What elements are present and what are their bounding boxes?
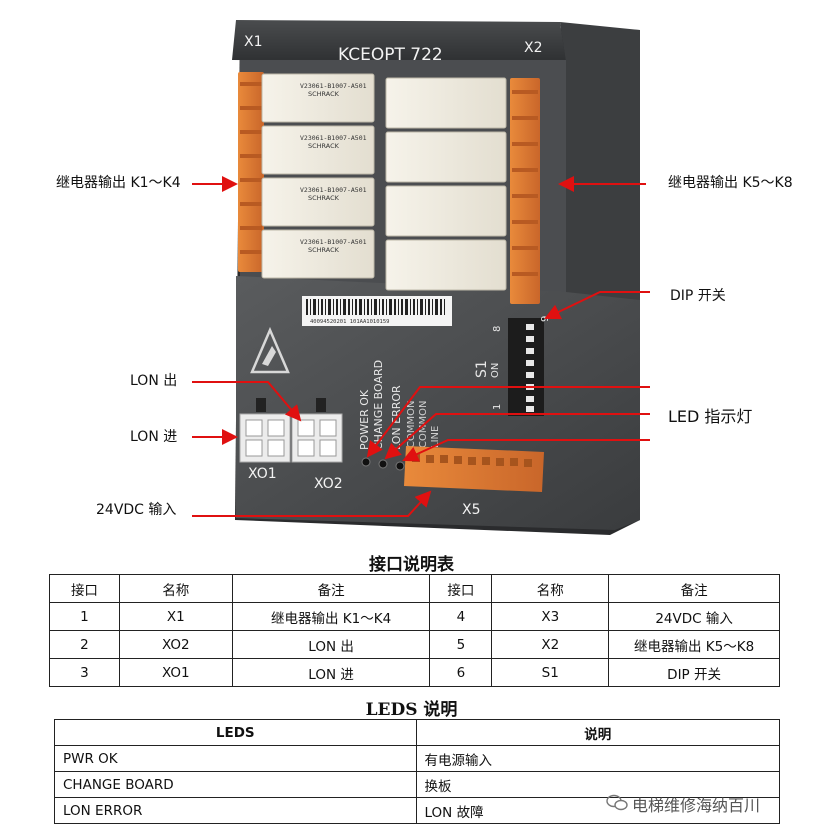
table-cell: 4 <box>429 602 493 631</box>
header-note-2: 备注 <box>608 574 780 603</box>
table-cell: 3 <box>49 658 120 687</box>
relay-k3-brand: SCHRACK <box>308 194 340 202</box>
terminal-block-x1 <box>238 72 264 272</box>
callout-lon-out: LON 出 <box>130 373 178 389</box>
esd-warning-icon <box>250 326 290 374</box>
led-indicators <box>361 457 405 471</box>
table-row: PWR OK 有电源输入 <box>54 745 781 772</box>
terminal-block-x2 <box>510 78 540 304</box>
callout-k1k4: 继电器输出 K1～K4 <box>56 175 181 191</box>
connector-xo2 <box>291 413 343 463</box>
arrow-led-3 <box>402 439 650 462</box>
device-lid <box>232 20 566 62</box>
table-cell: X2 <box>491 630 610 659</box>
connector-xo1-latch <box>256 398 266 412</box>
connector-xo2-latch <box>316 398 326 412</box>
table-cell: 继电器输出 K5～K8 <box>608 630 780 659</box>
leds-table-title: LEDS 说明 <box>365 700 458 720</box>
table-row: CHANGE BOARD 换板 <box>54 771 781 798</box>
header-leds: LEDS <box>54 719 417 746</box>
table-row: 1 X1 继电器输出 K1～K4 4 X3 24VDC 输入 <box>49 602 780 631</box>
label-s1-1: 1 <box>492 404 503 410</box>
label-xo2: XO2 <box>314 476 343 492</box>
label-s1: S1 <box>474 360 490 378</box>
arrow-24vdc <box>192 490 432 517</box>
table-cell: LON 出 <box>231 630 431 659</box>
header-name-2: 名称 <box>491 574 610 603</box>
table-cell: X3 <box>491 602 610 631</box>
table-cell: LON 进 <box>231 658 431 687</box>
relay-k2-part: V23061-B1007-A501 <box>300 134 367 142</box>
table-cell: XO1 <box>118 658 233 687</box>
connector-xo1 <box>239 413 291 463</box>
table-cell: LON 故障 <box>415 797 781 824</box>
table-cell: S1 <box>491 658 610 687</box>
table-cell: 1 <box>49 602 120 631</box>
callout-led: LED 指示灯 <box>668 407 753 426</box>
wechat-icon <box>606 794 628 811</box>
relay-k3-part: V23061-B1007-A501 <box>300 186 367 194</box>
device-model: KCEOPT 722 <box>338 45 443 65</box>
arrow-dip <box>544 291 650 320</box>
table-row: 3 XO1 LON 进 6 S1 DIP 开关 <box>49 658 780 687</box>
header-note: 备注 <box>231 574 431 603</box>
label-s1-8: 8 <box>492 326 503 332</box>
dip-switch-s1 <box>508 318 544 416</box>
label-x1: X1 <box>244 34 263 50</box>
header-port-2: 接口 <box>429 574 493 603</box>
relay-k4-brand: SCHRACK <box>308 246 340 254</box>
table-cell: X1 <box>118 602 233 631</box>
barcode-label: 40094520201 101AA1010159 <box>302 296 452 326</box>
header-port: 接口 <box>49 574 120 603</box>
arrow-led-2 <box>384 413 650 460</box>
table-row: LON ERROR LON 故障 <box>54 797 781 824</box>
relays-k5-k8 <box>385 77 507 291</box>
relays-k1-k4: V23061-B1007-A501 SCHRACK V23061-B1007-A… <box>261 73 375 279</box>
table-cell: 换板 <box>415 771 781 798</box>
leds-table: LEDS 说明 PWR OK 有电源输入 CHANGE BOARD 换板 LON… <box>54 719 781 824</box>
label-x2: X2 <box>524 40 543 56</box>
barcode-text: 40094520201 101AA1010159 <box>310 319 389 325</box>
device-right-wall <box>560 22 640 300</box>
interface-table-header-row: 接口 名称 备注 接口 名称 备注 <box>49 574 780 603</box>
callout-arrows <box>192 176 650 517</box>
table-cell: 5 <box>429 630 493 659</box>
terminal-label-line: LINE <box>430 426 441 448</box>
relay-k2-brand: SCHRACK <box>308 142 340 150</box>
table-row: 2 XO2 LON 出 5 X2 继电器输出 K5～K8 <box>49 630 780 659</box>
arrow-led-1 <box>366 386 650 458</box>
header-description: 说明 <box>415 719 781 746</box>
terminal-block-x5 <box>404 446 544 492</box>
callout-dip: DIP 开关 <box>670 288 726 304</box>
arrow-lon-out <box>192 381 302 422</box>
table-cell: LON ERROR <box>54 797 417 824</box>
label-s1-on: ON <box>490 363 501 378</box>
table-cell: XO2 <box>118 630 233 659</box>
interface-table: 接口 名称 备注 接口 名称 备注 1 X1 继电器输出 K1～K4 4 X3 … <box>49 574 780 687</box>
table-cell: 继电器输出 K1～K4 <box>231 602 431 631</box>
relay-k4-part: V23061-B1007-A501 <box>300 238 367 246</box>
interface-table-title: 接口说明表 <box>369 555 454 575</box>
table-cell: 2 <box>49 630 120 659</box>
table-cell: DIP 开关 <box>608 658 780 687</box>
table-cell: PWR OK <box>54 745 417 772</box>
label-x5: X5 <box>462 502 481 518</box>
terminal-label-common-1: COMMON <box>406 401 417 448</box>
label-xo1: XO1 <box>248 466 277 482</box>
table-cell: CHANGE BOARD <box>54 771 417 798</box>
device-figure: V23061-B1007-A501 SCHRACK V23061-B1007-A… <box>192 20 650 535</box>
table-cell: 有电源输入 <box>415 745 781 772</box>
watermark-text: 电梯维修海纳百川 <box>632 796 761 815</box>
relay-k1-part: V23061-B1007-A501 <box>300 82 367 90</box>
led-label-power-ok: POWER OK <box>358 389 371 450</box>
header-name: 名称 <box>118 574 233 603</box>
table-cell: 6 <box>429 658 493 687</box>
table-cell: 24VDC 输入 <box>608 602 780 631</box>
led-label-change-board: CHANGE BOARD <box>372 360 385 450</box>
relay-k1-brand: SCHRACK <box>308 90 340 98</box>
leds-table-header-row: LEDS 说明 <box>54 719 781 746</box>
callout-k5k8: 继电器输出 K5～K8 <box>668 175 793 191</box>
callout-24vdc: 24VDC 输入 <box>96 502 177 518</box>
callout-lon-in: LON 进 <box>130 429 178 445</box>
